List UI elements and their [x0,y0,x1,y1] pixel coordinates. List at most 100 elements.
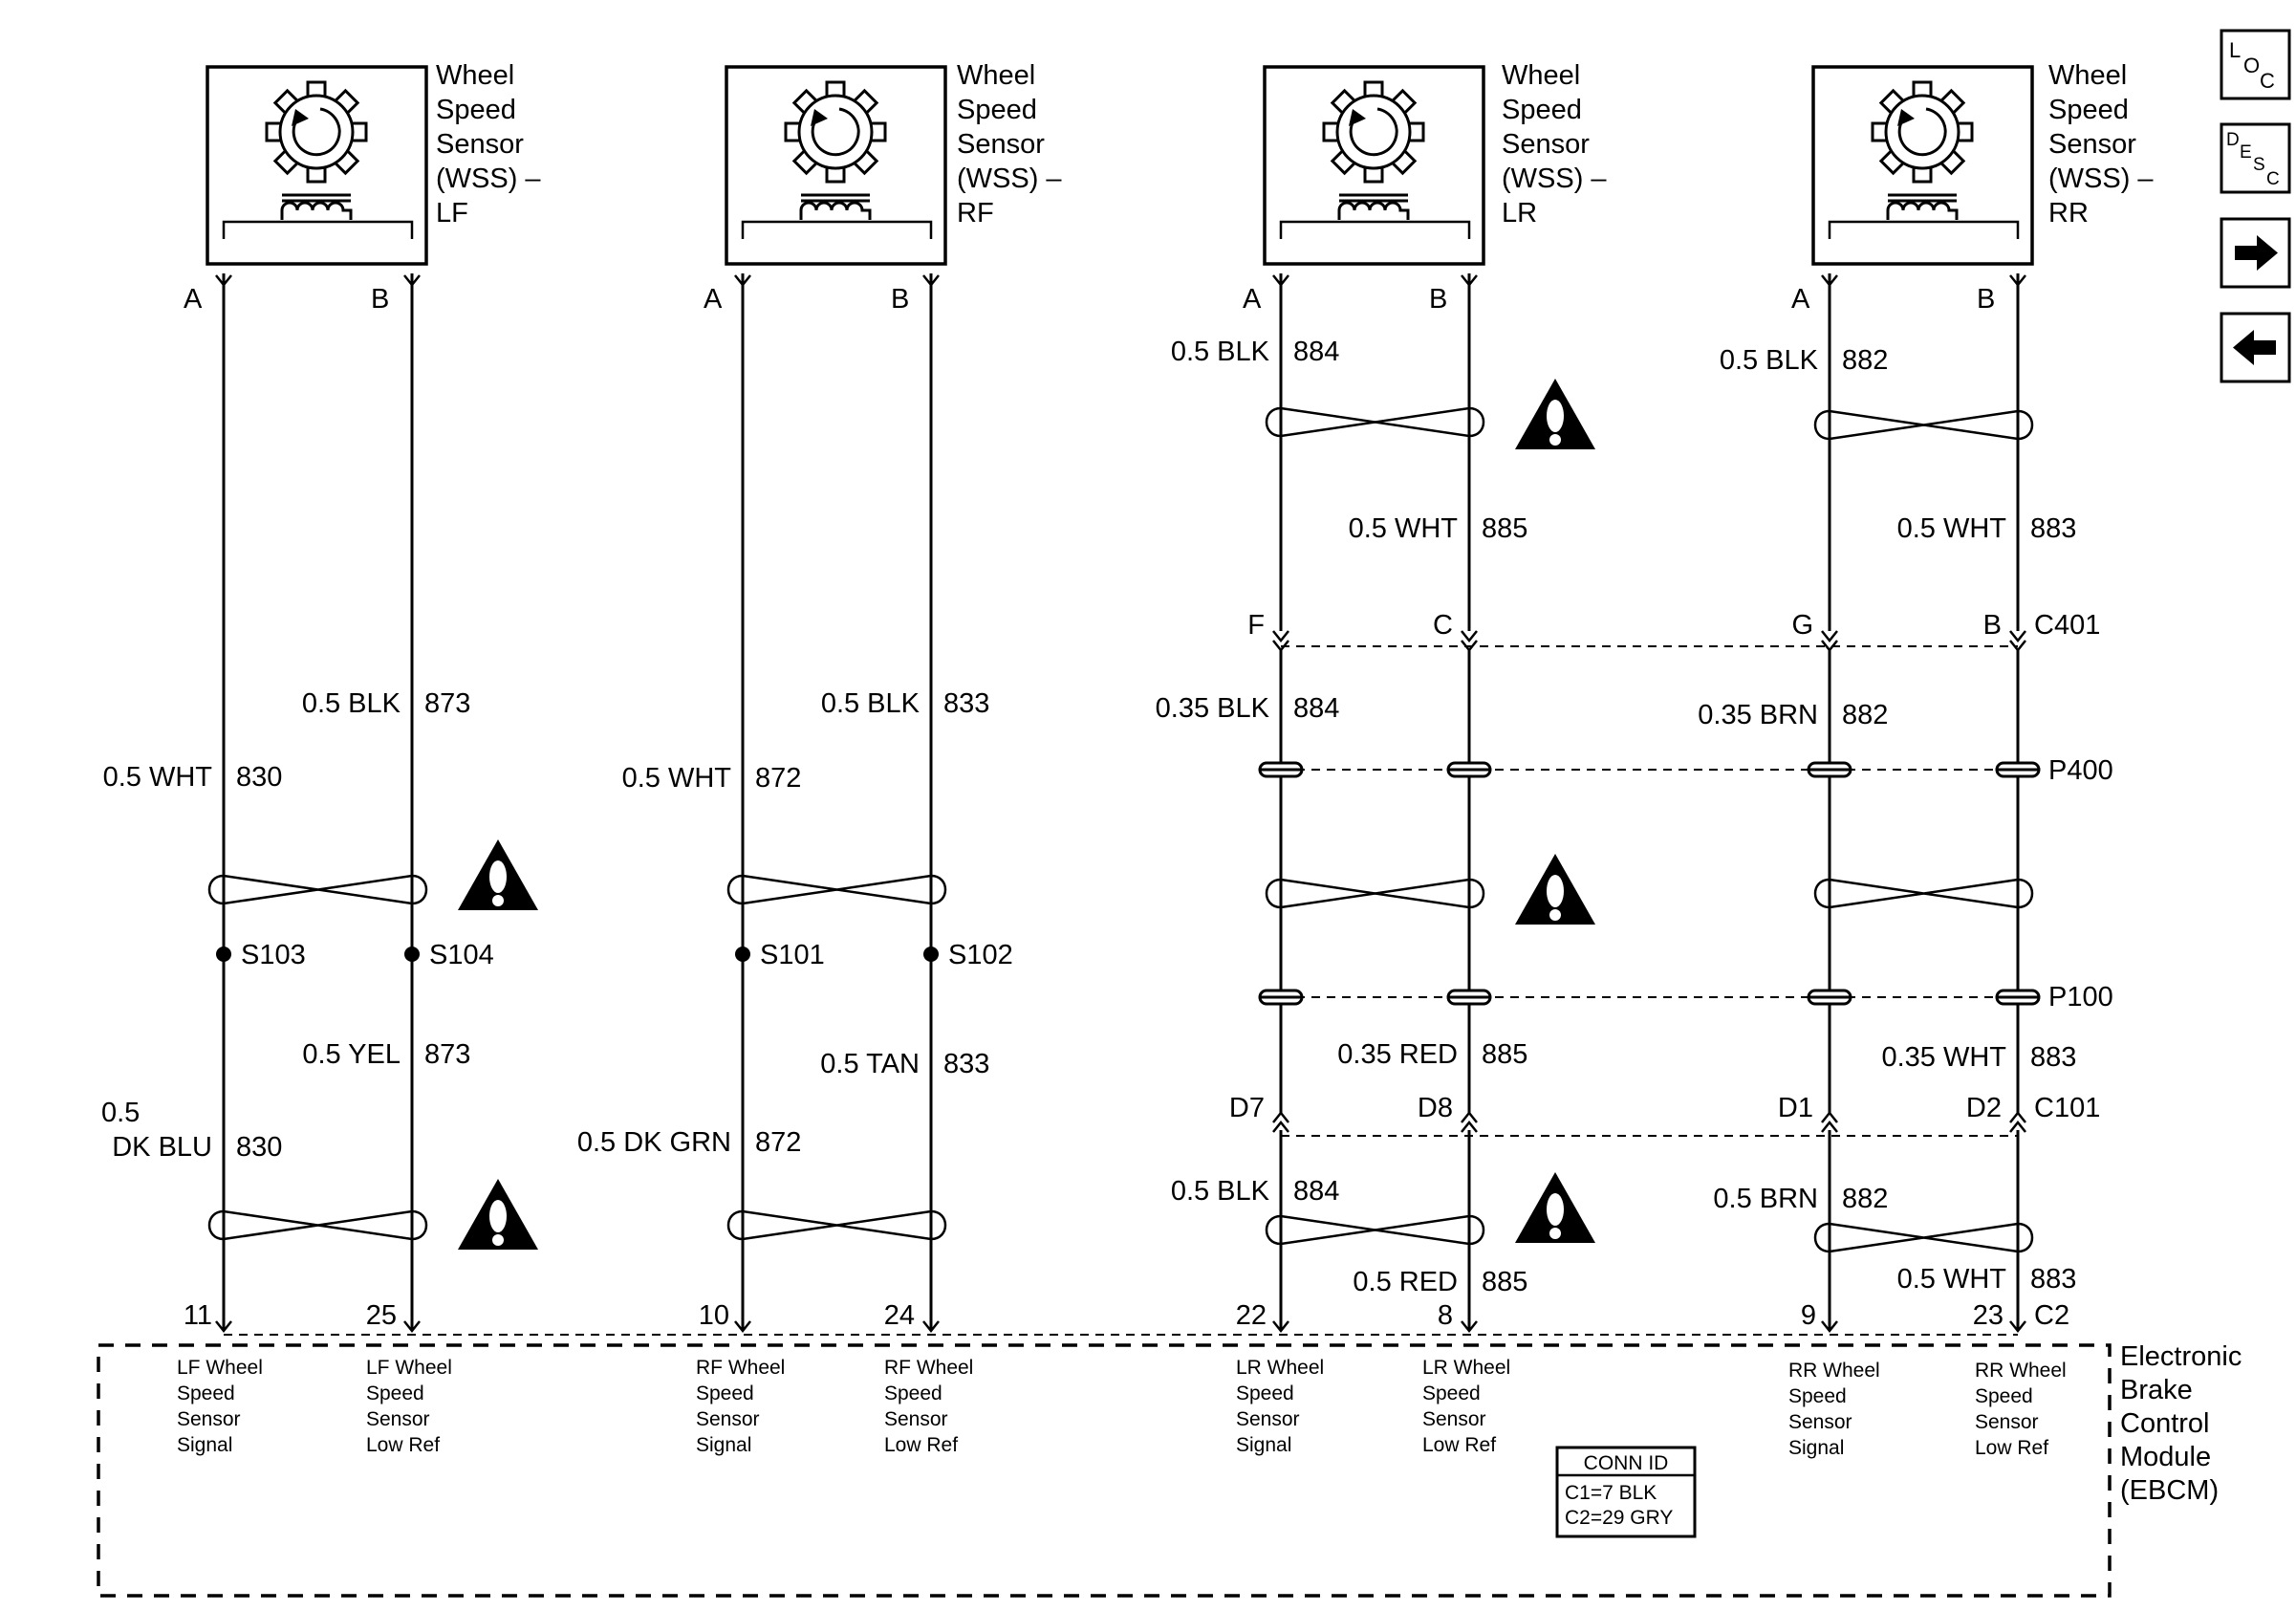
arrow-left-icon [2233,330,2276,365]
sensor-rr-title-3: Sensor [2048,129,2136,160]
ebcm-pin-label-rr-low-ref: RR Wheel Speed Sensor Low Ref [1975,1360,2067,1459]
twisted-pairs [207,406,2034,1253]
location-button-letter: L [2229,38,2241,62]
description-button-letter: D [2226,130,2240,150]
ebcm-pin-label-lf-signal: LF Wheel Speed Sensor Signal [177,1357,263,1456]
splice-s103: S103 [241,940,306,970]
wire-circuit-label: 872 [755,763,801,794]
pin-label-line: RR Wheel [1788,1360,1880,1382]
ebcm-title-1: Electronic [2120,1341,2242,1372]
ebcm-title-2: Brake [2120,1375,2193,1405]
wire-color-label: 0.5 YEL [302,1039,401,1070]
pin-label-line: RF Wheel [696,1357,785,1379]
wire-color-label: 0.5 BLK [1171,1176,1270,1207]
wire-circuit-label: 884 [1293,1176,1339,1207]
pin-label-line: Signal [1236,1434,1291,1456]
wire-color-label: DK BLU [112,1132,212,1163]
sensor-lr-title-1: Wheel [1502,60,1580,91]
ebcm-title-5: (EBCM) [2120,1475,2219,1506]
p100-label: P100 [2048,982,2113,1012]
ebcm-module: Electronic Brake Control Module (EBCM) 1… [97,1300,2242,1598]
nav-buttons: L O C D E S C [2220,29,2291,383]
ebcm-title-3: Control [2120,1408,2210,1439]
wire-circuit-label: 872 [755,1127,801,1158]
wire-circuit-label: 833 [943,1049,989,1079]
conn-id-line: C2=29 GRY [1565,1507,1673,1529]
splice-dot [404,947,420,962]
sensor-rf-title-3: Sensor [957,129,1045,160]
wire-circuit-label: 882 [1842,345,1888,376]
description-button[interactable]: D E S C [2220,122,2291,194]
pin-label-line: Sensor [1975,1411,2039,1433]
previous-page-button[interactable] [2220,312,2291,383]
sensor-lr-title-5: LR [1502,198,1537,229]
twisted-pair-icon [1813,1222,2034,1253]
p400-label: P400 [2048,755,2113,786]
inline-connector-icon [1995,989,2041,1006]
warning-icon [458,1179,538,1250]
arrow-right-icon [2235,235,2278,271]
c401-label: C401 [2034,610,2100,641]
wire-color-label: 0.5 BLK [302,688,401,719]
pin-label-line: LF Wheel [177,1357,263,1379]
sensor-rf: Wheel Speed Sensor (WSS) – RF A B [704,60,1062,315]
ebcm-pin-number: 24 [884,1300,915,1331]
sensor-rr-title-2: Speed [2048,95,2129,125]
wire-color-label: 0.5 BRN [1713,1184,1818,1214]
c101-pin-label: D8 [1418,1093,1453,1123]
sensor-lf-title-3: Sensor [436,129,524,160]
pin-label-line: RF Wheel [884,1357,973,1379]
terminal-chevrons [215,274,2026,1334]
twisted-pair-icon [726,874,947,905]
wire-color-label: 0.5 WHT [1897,1264,2007,1295]
sensor-rf-title-5: RF [957,198,994,229]
pin-label-line: Sensor [177,1408,241,1430]
pin-label-line: Speed [1236,1382,1294,1404]
ebcm-pin-label-lr-low-ref: LR Wheel Speed Sensor Low Ref [1422,1357,1510,1456]
wire-circuit-label: 885 [1482,1267,1527,1297]
pin-label-line: Speed [1975,1385,2033,1407]
splices: S103 S104 S101 S102 [216,940,1013,970]
ebcm-pin-number: 9 [1801,1300,1816,1331]
wire-circuit-label: 833 [943,688,989,719]
c401-pin-label: F [1247,610,1265,641]
inline-connectors [1258,761,2041,1006]
inline-connector-icon [1258,989,1304,1006]
next-page-button[interactable] [2220,217,2291,289]
pin-label-line: LR Wheel [1236,1357,1324,1379]
wire-color-label: 0.5 DK GRN [577,1127,731,1158]
sensor-lf-pin-a: A [184,284,203,315]
c101-pin-label: D2 [1966,1093,2002,1123]
pin-label-line: Speed [696,1382,754,1404]
connector-dash-lines [224,645,2018,1336]
c2-label: C2 [2034,1300,2069,1331]
description-button-letter: E [2240,142,2252,163]
ebcm-pin-number: 11 [184,1300,212,1331]
sensor-lr: Wheel Speed Sensor (WSS) – LR A B [1243,60,1607,315]
wire-circuit-label: 873 [424,1039,470,1070]
splice-s104: S104 [429,940,494,970]
wire-color-label: 0.5 BLK [1171,337,1270,367]
sensor-rr-title-1: Wheel [2048,60,2127,91]
twisted-pair-icon [726,1209,947,1241]
pin-label-line: Low Ref [1975,1437,2048,1459]
ebcm-pin-label-rf-low-ref: RF Wheel Speed Sensor Low Ref [884,1357,973,1456]
wire-color-label: 0.5 WHT [103,762,213,793]
twisted-pair-icon [1265,406,1485,438]
pin-label-line: Signal [1788,1437,1844,1459]
pin-label-line: Signal [696,1434,751,1456]
splice-s102: S102 [948,940,1013,970]
pin-label-line: Sensor [884,1408,948,1430]
sensor-rr-pin-b: B [1977,284,1995,315]
wheel-speed-sensor-icon [1871,80,1974,222]
sensor-rr-pin-a: A [1791,284,1810,315]
inline-connector-icon [1446,989,1492,1006]
splice-s101: S101 [760,940,825,970]
splice-dot [923,947,939,962]
twisted-pair-icon [207,874,428,905]
location-button[interactable]: L O C [2220,29,2291,100]
wheel-speed-sensor-icon [1322,80,1425,222]
sensor-lr-pin-b: B [1429,284,1447,315]
wire-circuit-label: 885 [1482,1039,1527,1070]
sensor-lr-title-4: (WSS) – [1502,163,1607,194]
